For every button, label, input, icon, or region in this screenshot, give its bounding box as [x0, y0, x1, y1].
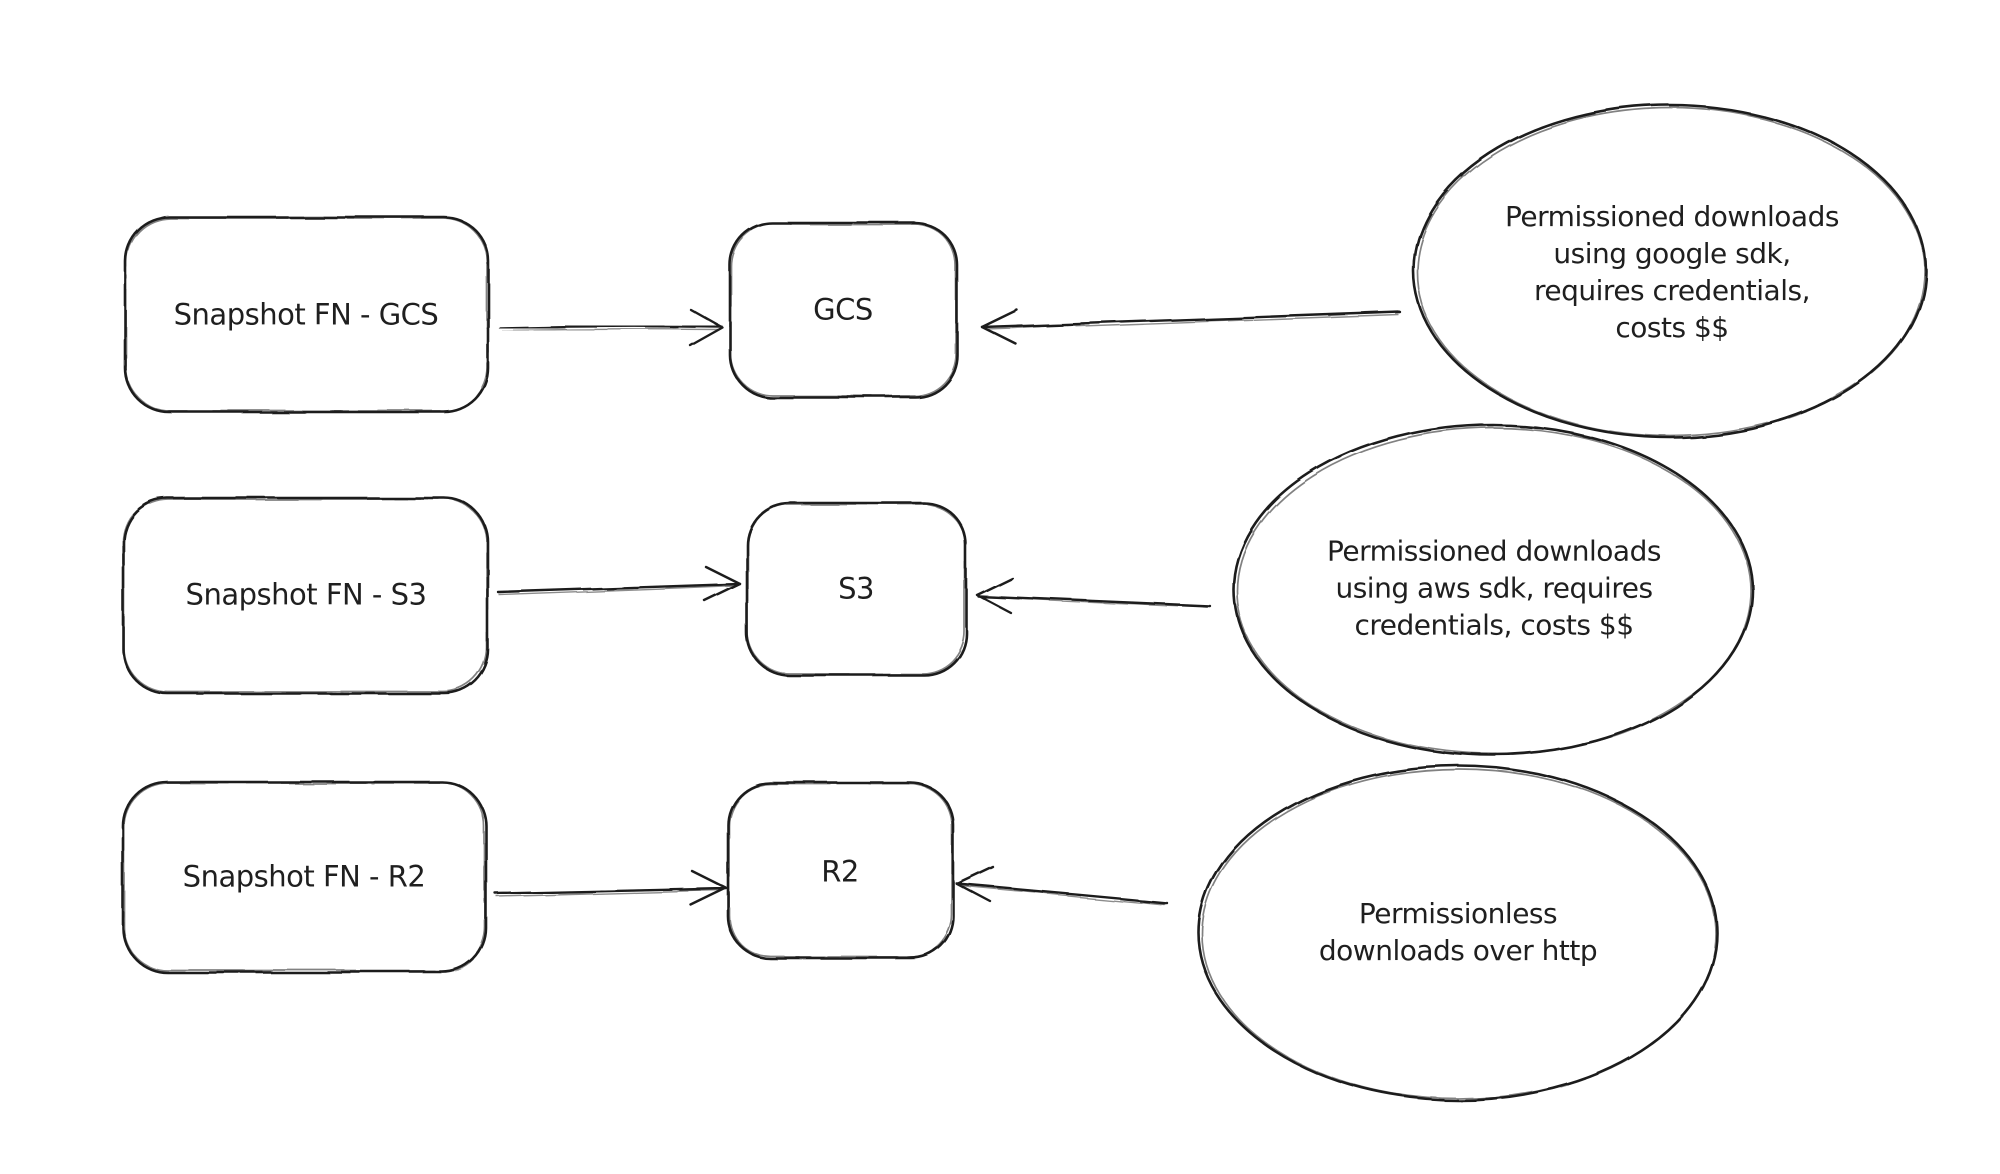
node-snapshot-fn-gcs-label: Snapshot FN - GCS [173, 297, 439, 332]
note-permissionless-r2-label: Permissionless downloads over http [1318, 897, 1598, 967]
arrow-snapshot-to-r2 [493, 869, 728, 907]
node-snapshot-fn-s3-shape [121, 496, 490, 695]
note-permissionless-r2-shape [1197, 764, 1719, 1102]
node-snapshot-fn-s3-label: Snapshot FN - S3 [185, 577, 427, 612]
note-permissioned-s3-label: Permissioned downloads using aws sdk, re… [1327, 534, 1661, 642]
note-permissioned-gcs-shape [1412, 103, 1928, 439]
note-permissioned-gcs-label: Permissioned downloads using google sdk,… [1505, 200, 1839, 344]
node-r2-label: R2 [821, 854, 859, 889]
node-gcs-shape [728, 221, 959, 399]
node-s3-label: S3 [838, 571, 874, 606]
node-gcs-label: GCS [813, 292, 873, 327]
arrow-note-to-gcs [980, 308, 1402, 346]
node-r2-shape [726, 781, 955, 960]
arrow-note-to-r2 [955, 865, 1169, 906]
arrow-snapshot-to-gcs [498, 307, 724, 347]
node-snapshot-fn-gcs-shape [123, 215, 490, 414]
note-permissioned-s3-shape [1232, 423, 1754, 757]
node-snapshot-fn-r2-shape [121, 780, 488, 974]
arrow-note-to-s3 [976, 577, 1212, 616]
node-s3-shape [745, 501, 968, 677]
node-snapshot-fn-r2-label: Snapshot FN - R2 [182, 859, 426, 894]
arrow-snapshot-to-s3 [496, 565, 742, 603]
